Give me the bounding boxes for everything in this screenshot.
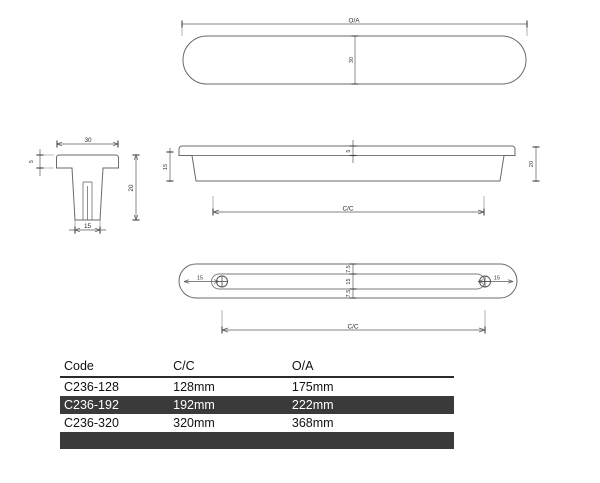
bottom-view-center-lower-label: 7.5 — [346, 290, 352, 298]
top-view-oa-label: O/A — [348, 18, 360, 25]
top-view-outline — [182, 35, 527, 85]
side-profile-view-group: 30 5 20 — [29, 137, 140, 234]
side-view-stem-width-label: 15 — [84, 223, 92, 230]
bottom-view-cc-arrow-right — [478, 327, 486, 333]
table-cell-oa: 175mm — [291, 380, 334, 394]
table-cell-code: C236-320 — [64, 416, 119, 430]
front-view-left-height-label: 15 — [163, 164, 169, 170]
table-cell-cc: 320mm — [173, 416, 215, 430]
table-row[interactable]: C236-128 128mm 175mm — [60, 378, 454, 396]
front-elevation-view-group: 15 5 20 C/C — [163, 140, 540, 216]
table-cell-code: C236-192 — [60, 396, 174, 414]
table-cell-cc: 192mm — [173, 396, 292, 414]
table-header-row: Code C/C O/A — [60, 356, 454, 375]
table-footer-cell-cc — [173, 432, 292, 449]
header-rule-bar — [60, 375, 454, 378]
table-cell-oa: 222mm — [291, 396, 454, 414]
bottom-view-cc-label: C/C — [347, 324, 358, 331]
bottom-view-recess-outline — [211, 273, 485, 290]
table-footer-row — [60, 432, 454, 449]
table-header-rule — [60, 375, 454, 378]
table-footer-cell-oa — [291, 432, 454, 449]
front-view-outline — [178, 145, 516, 182]
side-view-stem-arrow-left — [74, 227, 81, 233]
bottom-view-right-arrow-out — [507, 279, 514, 284]
bottom-view-left-edge-label: 15 — [197, 276, 203, 282]
bottom-view-right-arrow-in — [477, 279, 484, 284]
bottom-view-left-arrow-out — [183, 279, 190, 284]
table-cell-cc: 128mm — [173, 380, 215, 394]
front-view-cc-arrow-right — [477, 209, 485, 215]
table-header-code: Code — [64, 358, 94, 373]
table-row-selected[interactable]: C236-192 192mm 222mm — [60, 396, 454, 414]
side-view-total-height-label: 20 — [128, 184, 135, 192]
bottom-view-cc-arrow-left — [221, 327, 229, 333]
side-view-stem-detail — [82, 181, 93, 220]
side-view-height-arrow-top — [133, 154, 139, 161]
bottom-view-center-middle-label: 15 — [346, 278, 352, 284]
top-view-width-label: 30 — [349, 57, 355, 63]
table-cell-code: C236-128 — [64, 380, 119, 394]
side-view-width-label: 30 — [84, 137, 92, 144]
front-view-right-height-label: 20 — [529, 161, 535, 167]
side-view-width-arrow-left — [56, 141, 63, 147]
bottom-view-center-upper-label: 7.5 — [346, 265, 352, 273]
bottom-view-outline — [178, 263, 518, 299]
table-header-cc: C/C — [173, 358, 195, 373]
table-footer-cell-code — [60, 432, 174, 449]
table-row[interactable]: C236-320 320mm 368mm — [60, 414, 454, 432]
bottom-view-right-edge-label: 15 — [494, 276, 500, 282]
specification-table: Code C/C O/A C236-128 128mm 175mm C236-1… — [60, 356, 454, 449]
side-view-height-arrow-bottom — [133, 214, 139, 221]
side-view-cap-height-label: 5 — [29, 160, 35, 163]
bottom-view-group: 15 15 7.5 15 7.5 C/C — [178, 263, 518, 334]
top-view-group: O/A 30 — [181, 18, 528, 85]
bottom-view-left-arrow-in — [213, 279, 220, 284]
table-header-rule-cell — [60, 375, 454, 378]
front-view-cc-arrow-left — [212, 209, 220, 215]
front-view-center-height-label: 5 — [346, 149, 352, 152]
side-view-width-arrow-right — [112, 141, 119, 147]
front-view-cc-label: C/C — [342, 206, 353, 213]
side-view-stem-arrow-right — [94, 227, 101, 233]
table-cell-oa: 368mm — [291, 416, 334, 430]
table-header-oa: O/A — [291, 358, 314, 373]
